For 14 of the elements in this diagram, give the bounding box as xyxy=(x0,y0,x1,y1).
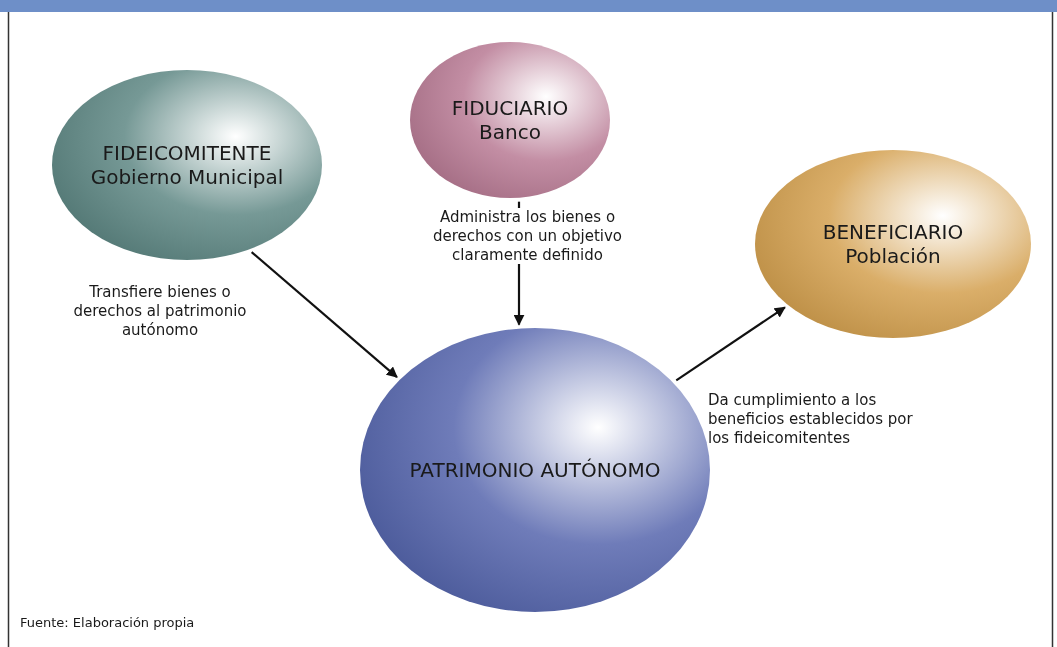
oval-node xyxy=(360,328,710,612)
arrow xyxy=(675,306,786,382)
node-label: FIDEICOMITENTE xyxy=(102,141,272,165)
node-label: Población xyxy=(845,244,941,268)
node-label: Banco xyxy=(479,120,541,144)
arrow xyxy=(250,251,398,378)
oval-node xyxy=(755,150,1031,338)
node-label: Gobierno Municipal xyxy=(90,165,284,189)
oval-node xyxy=(52,70,322,260)
node-label: BENEFICIARIO xyxy=(822,220,964,244)
node-label: FIDUCIARIO xyxy=(451,96,569,120)
caption: Fuente: Elaboración propia xyxy=(20,615,195,630)
oval-node xyxy=(410,42,610,198)
node-label: PATRIMONIO AUTÓNOMO xyxy=(409,458,661,482)
